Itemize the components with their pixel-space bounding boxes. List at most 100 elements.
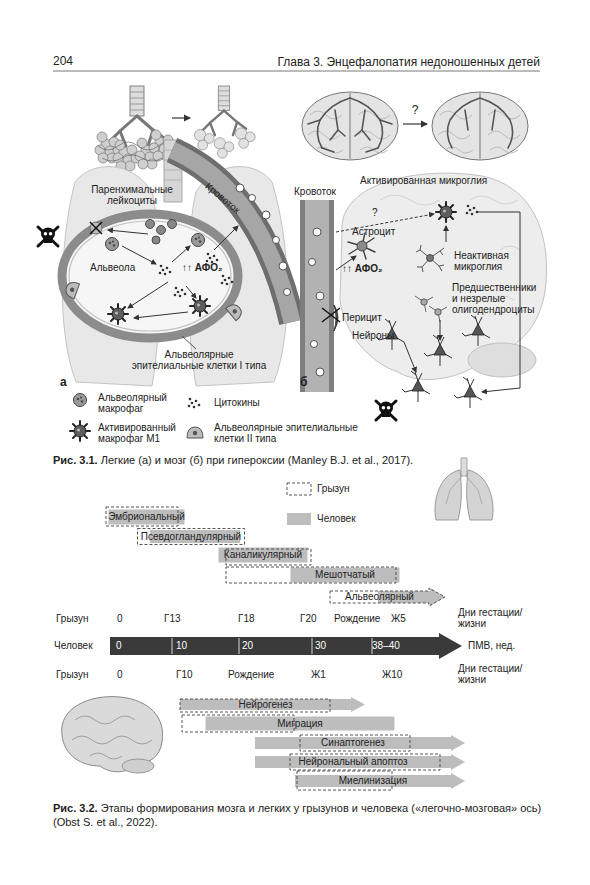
brain-hyperoxia bbox=[432, 92, 528, 160]
label-text: Предшественники и незрелые олигодендроци… bbox=[452, 282, 542, 315]
toxic-symbol bbox=[376, 401, 396, 420]
label-text: ? bbox=[372, 207, 386, 218]
legend-icons bbox=[74, 394, 87, 407]
macrophages bbox=[108, 304, 128, 324]
stage-bar: Миелинизация bbox=[295, 773, 465, 789]
lung-tree-hyperoxia bbox=[235, 128, 255, 148]
brain-normal bbox=[302, 92, 398, 160]
label-text: Грызун bbox=[56, 669, 106, 680]
label-text: Кровоток bbox=[192, 171, 253, 224]
label-text: Неактивная микроглия bbox=[454, 250, 534, 272]
lung-icon bbox=[466, 476, 482, 504]
alveolus bbox=[62, 214, 238, 338]
brain-icon bbox=[75, 716, 135, 724]
label-text: ↑↑ АФО₂ bbox=[342, 263, 402, 274]
stage-bar: Нейрональный апоптоз bbox=[255, 754, 465, 770]
label-text: 204 bbox=[53, 55, 113, 68]
stage-bar: Синаптогенез bbox=[255, 735, 465, 751]
process-arrows bbox=[172, 246, 190, 262]
blood-vessel bbox=[313, 228, 321, 236]
label-text: Рождение bbox=[334, 613, 394, 624]
brain-silhouette bbox=[340, 173, 547, 379]
label-text: Активированная микроглия bbox=[360, 175, 510, 186]
brain-hyperoxia bbox=[447, 98, 512, 148]
caption-text: Этапы формирования мозга и легких у грыз… bbox=[53, 802, 541, 828]
blood-vessel bbox=[172, 150, 292, 322]
brain-normal bbox=[302, 92, 398, 160]
brain-cells bbox=[416, 245, 444, 272]
lung-tree-normal bbox=[135, 138, 163, 169]
legend-icons bbox=[188, 398, 201, 409]
label-text: Дни гестации/ жизни bbox=[458, 607, 538, 629]
label-text: Паренхимальные лейкоциты bbox=[86, 184, 178, 206]
bar-outline bbox=[206, 717, 395, 731]
bar-outline bbox=[138, 529, 245, 545]
bar-outline bbox=[219, 548, 308, 563]
blood-vessel bbox=[279, 262, 287, 270]
brain-cells bbox=[466, 205, 479, 216]
blood-vessel bbox=[322, 308, 340, 322]
process-arrows bbox=[186, 286, 196, 298]
label-text: Дни гестации/ жизни bbox=[458, 663, 538, 685]
stage-label: Нейрогенез bbox=[180, 697, 351, 712]
label-text: Г20 bbox=[300, 613, 330, 624]
brain-normal bbox=[308, 98, 392, 152]
rodent-bars bbox=[226, 549, 311, 565]
legend-text: Активированный макрофаг M1 bbox=[98, 422, 184, 444]
macrophages bbox=[190, 296, 210, 316]
process-arrows bbox=[108, 230, 148, 234]
blood-vessel bbox=[316, 292, 324, 300]
lung-silhouette bbox=[62, 140, 287, 386]
label-text: Ж1 bbox=[311, 669, 341, 680]
lung-icon bbox=[435, 470, 461, 520]
brain-icon bbox=[122, 759, 154, 773]
blood-vessel bbox=[309, 228, 325, 376]
lung-tree-normal bbox=[102, 155, 162, 161]
brain-silhouette bbox=[468, 343, 536, 377]
leukocytes bbox=[157, 226, 166, 235]
macrophages bbox=[192, 234, 205, 247]
label-text: ↑↑ АФО₂ bbox=[182, 262, 242, 273]
label-text: Грызун bbox=[56, 613, 106, 624]
dead-cell bbox=[90, 222, 102, 234]
leukocytes bbox=[152, 236, 160, 244]
brain-cells bbox=[402, 371, 430, 402]
blood-vessel bbox=[311, 341, 318, 348]
label-text: Перицит bbox=[342, 312, 392, 323]
rodent-bars bbox=[180, 699, 330, 712]
process-arrows bbox=[122, 246, 156, 264]
lung-silhouette bbox=[164, 180, 182, 181]
macrophages bbox=[206, 253, 219, 264]
legend-icons bbox=[187, 427, 203, 438]
bar-outline bbox=[255, 735, 465, 751]
rodent-bars bbox=[287, 483, 311, 495]
rodent-bars bbox=[226, 567, 396, 583]
stage-label: Альвеолярный bbox=[330, 588, 429, 606]
label-text: б bbox=[300, 376, 320, 389]
timeline-ticks bbox=[312, 638, 313, 654]
leukocytes bbox=[146, 220, 155, 229]
legend-text: Альвеолярные эпителиальные клетки II тип… bbox=[214, 422, 364, 444]
axis-tick: 30 bbox=[315, 633, 326, 659]
blood-vessel bbox=[322, 308, 340, 322]
label-text: ПМВ, нед. bbox=[468, 640, 538, 651]
bar-outline bbox=[295, 773, 465, 789]
dead-cell bbox=[90, 222, 102, 234]
label-text: Г18 bbox=[238, 613, 268, 624]
blood-vessel bbox=[236, 184, 291, 296]
leukocytes bbox=[168, 220, 177, 229]
lung-tree-hyperoxia bbox=[214, 138, 234, 159]
rodent-bars bbox=[106, 507, 178, 526]
dead-cell bbox=[90, 222, 102, 234]
timeline-ticks bbox=[172, 638, 372, 654]
rodent-bars bbox=[106, 483, 440, 790]
lung-icon bbox=[446, 476, 482, 504]
label-text: Ж10 bbox=[382, 669, 412, 680]
label-text: Г13 bbox=[164, 613, 194, 624]
brain-cells bbox=[454, 377, 482, 408]
label-text: ? bbox=[405, 104, 425, 117]
brain-cells bbox=[429, 306, 447, 322]
stage-label: Нейрональный апоптоз bbox=[255, 754, 451, 770]
stage-label: Синаптогенез bbox=[255, 735, 451, 751]
